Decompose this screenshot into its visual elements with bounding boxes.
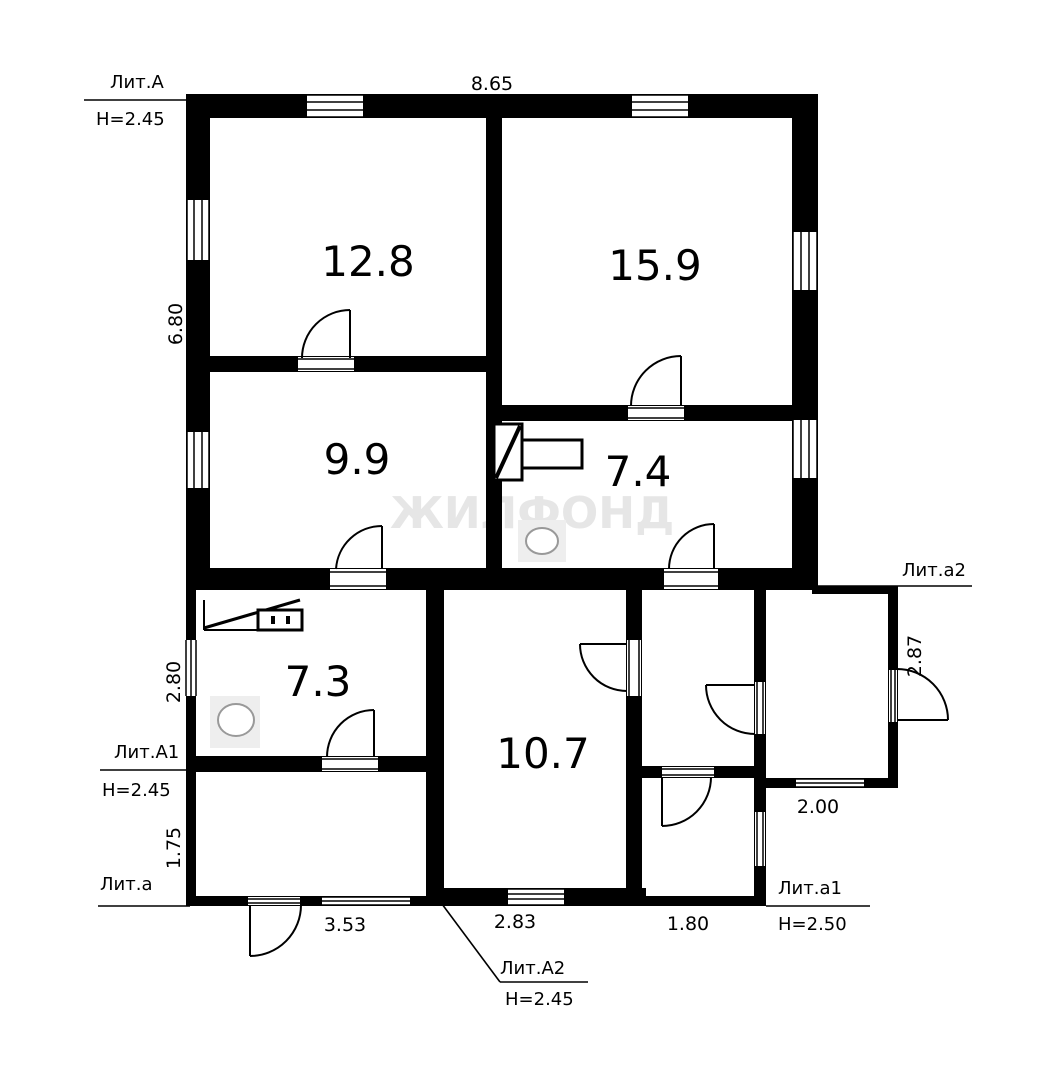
window [792, 420, 818, 478]
liter-a1: Лит.А1 H=2.45 [100, 742, 190, 801]
dimension-label: 2.80 [163, 661, 185, 703]
room-area-label: 10.7 [496, 729, 590, 778]
room-area-label: 7.4 [605, 447, 672, 496]
window [186, 200, 210, 260]
liter-a1-small: Лит.а1 H=2.50 [766, 878, 870, 935]
sink-icon [518, 520, 566, 562]
liter-label: Лит.А [110, 72, 164, 93]
kitchen-counter [203, 598, 304, 632]
height-label: H=2.45 [505, 989, 574, 1010]
height-label: H=2.50 [778, 914, 847, 935]
window [755, 812, 765, 866]
dimension-label: 2.83 [494, 911, 536, 933]
room-area-label: 9.9 [324, 435, 391, 484]
window [508, 888, 564, 906]
dimension-label: 2.00 [797, 796, 839, 818]
window [632, 94, 688, 118]
window [307, 94, 363, 118]
window [322, 896, 410, 906]
door [248, 897, 302, 957]
room-area-label: 15.9 [608, 241, 702, 290]
liter-label: Лит.А2 [500, 958, 565, 979]
stove [492, 422, 584, 482]
liter-label: Лит.а1 [778, 878, 842, 899]
dimension-label: 3.53 [324, 914, 366, 936]
liter-a-main: Лит.А H=2.45 [84, 72, 186, 130]
door [705, 682, 765, 735]
door [330, 524, 386, 589]
liter-label: Лит.а2 [902, 560, 966, 581]
liter-label: Лит.а [100, 874, 152, 895]
door [579, 640, 641, 696]
windows [185, 94, 864, 906]
liter-a2: Лит.А2 H=2.45 [441, 903, 588, 1010]
room-area-label: 12.8 [321, 237, 415, 286]
door [298, 309, 354, 371]
door [664, 523, 718, 589]
dimension-label: 1.75 [163, 827, 185, 869]
window [186, 432, 210, 488]
height-label: H=2.45 [102, 780, 171, 801]
doors [248, 309, 949, 957]
dimension-label: 6.80 [165, 303, 187, 345]
window [792, 232, 818, 290]
liter-a-small: Лит.а [98, 874, 190, 907]
height-label: H=2.45 [96, 109, 165, 130]
door [661, 767, 714, 827]
door [322, 709, 378, 771]
door [889, 668, 949, 722]
dimension-label: 8.65 [471, 73, 513, 95]
door [628, 355, 684, 420]
window [796, 778, 864, 788]
liter-label: Лит.А1 [114, 742, 179, 763]
dimension-label: 1.80 [667, 913, 709, 935]
liter-a2-small: Лит.а2 [818, 560, 972, 587]
sink-icon [210, 696, 260, 748]
room-area-label: 7.3 [285, 657, 352, 706]
dimension-label: 2.87 [904, 635, 926, 677]
window [185, 640, 197, 696]
